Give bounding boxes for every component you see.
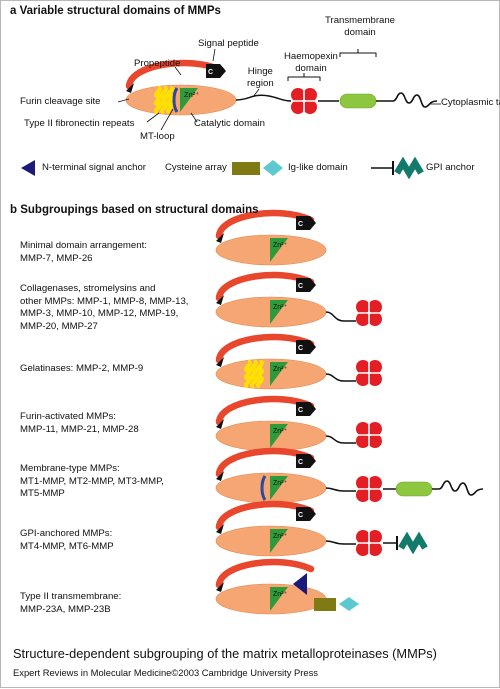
- signal-anchor-legend-shape: [21, 160, 35, 176]
- row-membrane-type: [216, 451, 484, 504]
- row-collagenases: [216, 275, 383, 328]
- group-label-gelatinases: Gelatinases: MMP-2, MMP-9: [20, 363, 144, 374]
- catalytic-domain-label: Catalytic domain: [194, 118, 265, 129]
- section-a-title: a Variable structural domains of MMPs: [10, 5, 221, 17]
- mt-loop-label: MT-loop: [140, 131, 175, 142]
- shape-glyphs: C Zn²⁺ C Zn²⁺ C Zn²⁺ C Zn²⁺ C Zn²⁺ C Zn²…: [184, 69, 303, 598]
- svg-text:Zn²⁺: Zn²⁺: [273, 366, 288, 373]
- legend-shapes: [21, 160, 421, 176]
- svg-text:C: C: [298, 459, 303, 466]
- legend-signal-anchor-label: N-terminal signal anchor: [42, 162, 146, 173]
- svg-text:Zn²⁺: Zn²⁺: [184, 90, 199, 99]
- svg-text:C: C: [298, 512, 303, 519]
- full-mmp-structure: [117, 48, 441, 131]
- svg-text:Zn²⁺: Zn²⁺: [273, 304, 288, 311]
- row-gelatinases: [216, 337, 383, 390]
- group-label-furin: Furin-activated MMPs: MMP-11, MMP-21, MM…: [20, 411, 139, 435]
- svg-text:Zn²⁺: Zn²⁺: [273, 480, 288, 487]
- svg-text:Zn²⁺: Zn²⁺: [273, 242, 288, 249]
- group-label-minimal: Minimal domain arrangement: MMP-7, MMP-2…: [20, 240, 147, 264]
- cysteine-array-legend-shape: [232, 162, 260, 175]
- group-label-type-ii: Type II transmembrane: MMP-23A, MMP-23B: [20, 591, 122, 615]
- ig-like-legend-shape: [263, 160, 283, 176]
- row-minimal: [216, 213, 327, 266]
- figure-caption: Structure-dependent subgrouping of the m…: [13, 646, 437, 661]
- svg-text:Zn²⁺: Zn²⁺: [273, 591, 288, 598]
- hinge-region-label: Hinge region: [247, 66, 274, 89]
- fibronectin-repeats-shape: [156, 88, 171, 112]
- svg-text:Zn²⁺: Zn²⁺: [273, 533, 288, 540]
- furin-cleavage-site-label: Furin cleavage site: [20, 96, 101, 107]
- mt-loop-shape: [172, 87, 179, 113]
- transmembrane-domain-label: Transmembrane domain: [325, 15, 396, 38]
- group-label-gpi: GPI-anchored MMPs: MT4-MMP, MT6-MMP: [20, 528, 114, 552]
- svg-text:Zn²⁺: Zn²⁺: [273, 428, 288, 435]
- section-b-title: b Subgroupings based on structural domai…: [10, 204, 259, 216]
- row-gpi: [216, 504, 425, 557]
- group-label-collagenases: Collagenases, stromelysins and other MMP…: [20, 283, 189, 332]
- fibronectin-repeats-label: Type II fibronectin repeats: [24, 118, 135, 129]
- haemopexin-domain-shape: [290, 87, 318, 115]
- svg-text:C: C: [298, 283, 303, 290]
- svg-text:C: C: [298, 221, 303, 228]
- legend-ig-like-label: Ig-like domain: [288, 162, 348, 173]
- gpi-legend-shape: [397, 163, 421, 173]
- cytoplasmic-tail-label: Cytoplasmic tail: [441, 97, 500, 108]
- svg-text:C: C: [208, 69, 213, 76]
- row-furin: [216, 399, 383, 452]
- figure-credit: Expert Reviews in Molecular Medicine©200…: [13, 667, 318, 678]
- transmembrane-shape: [339, 93, 377, 109]
- svg-text:C: C: [298, 345, 303, 352]
- catalytic-domain-shape: [125, 84, 237, 116]
- signal-peptide-label: Signal peptide: [198, 38, 259, 49]
- propeptide-label: Propeptide: [134, 58, 181, 69]
- group-label-membrane-type: Membrane-type MMPs: MT1-MMP, MT2-MMP, MT…: [20, 463, 164, 499]
- legend-cysteine-array-label: Cysteine array: [165, 162, 227, 173]
- svg-text:C: C: [298, 407, 303, 414]
- haemopexin-domain-label: Haemopexin domain: [284, 51, 338, 74]
- legend-gpi-anchor-label: GPI anchor: [426, 162, 475, 173]
- cytoplasmic-tail-shape: [392, 92, 438, 108]
- row-type-ii: [216, 562, 359, 615]
